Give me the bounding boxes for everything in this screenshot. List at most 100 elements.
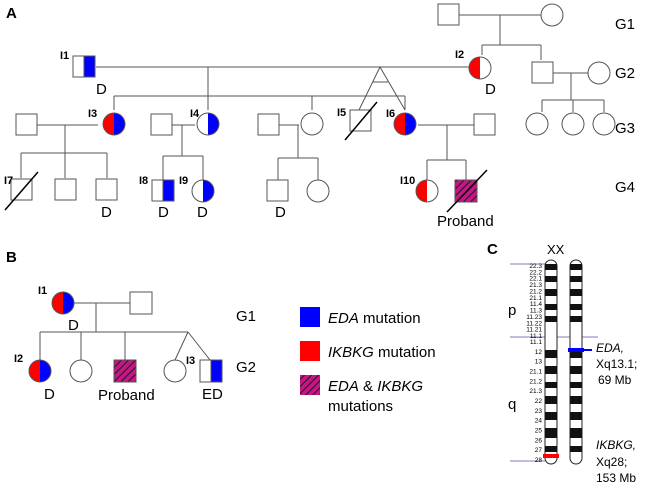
band-label: 22.2 — [529, 269, 542, 276]
chromosome-band — [545, 412, 557, 420]
band-label: 23 — [535, 408, 543, 415]
male-g4-2 — [54, 178, 77, 201]
individual-i4 — [196, 112, 220, 136]
male-g3-6 — [473, 113, 496, 136]
female-b-g2-2 — [69, 359, 93, 383]
generation-label-g3: G3 — [615, 120, 635, 137]
band-label: 13 — [535, 359, 543, 366]
band-label: 11.1 — [530, 333, 543, 340]
male-g4-3 — [95, 178, 118, 201]
chromosome-band — [570, 382, 582, 388]
female-g3-r3 — [592, 112, 616, 136]
generation-label-b-g1: G1 — [236, 308, 256, 325]
band-label: 27 — [535, 447, 543, 454]
band-labels: 22.322.222.121.321.221.111.411.311.2311.… — [526, 263, 542, 464]
panel-c: C XX p q 22.322.222.121.321.221.111.411.… — [487, 241, 637, 485]
panel-label-b: B — [6, 249, 17, 266]
individual-i8 — [151, 179, 175, 202]
marker-d-b-i2: D — [44, 386, 55, 403]
band-label: 21.2 — [529, 378, 542, 385]
band-label: 26 — [535, 437, 543, 444]
band-label: 11.23 — [526, 314, 542, 321]
male-b-g1 — [129, 291, 153, 315]
chromosome-band — [570, 396, 582, 404]
label-i4: I4 — [190, 108, 200, 120]
male-g3-3 — [257, 113, 280, 136]
band-label: 24 — [535, 418, 543, 425]
proband-b — [113, 359, 137, 383]
label-b-i1: I1 — [38, 285, 47, 297]
legend: EDA mutation IKBKG mutation EDA & IKBKG … — [300, 307, 436, 415]
individual-i1 — [72, 55, 96, 78]
chromosome-x-2 — [568, 259, 592, 465]
panel-label-a: A — [6, 5, 17, 22]
chromosome-title: XX — [547, 242, 565, 257]
legend-label-eda: EDA mutation — [328, 310, 421, 327]
male-g4-5 — [266, 179, 289, 202]
label-b-i3: I3 — [186, 355, 195, 367]
female-g3-r1 — [525, 112, 549, 136]
proband-label-a: Proband — [437, 213, 494, 230]
marker-d-g4-5: D — [275, 204, 286, 221]
marker-d-i2: D — [485, 81, 496, 98]
panel-a: A G1 G2 G3 G4 — [4, 3, 635, 230]
label-i6: I6 — [386, 108, 395, 120]
marker-d-i9: D — [197, 204, 208, 221]
chromosome-band — [545, 446, 557, 452]
chromosome-band — [570, 276, 582, 282]
generation-label-g4: G4 — [615, 179, 635, 196]
individual-i3 — [102, 112, 126, 136]
chromosome-band — [570, 428, 582, 438]
pedigree-lines-a — [20, 14, 605, 180]
arm-label-q: q — [508, 396, 516, 413]
band-label: 11.1 — [530, 339, 543, 346]
chromosome-band — [545, 428, 557, 438]
female-g4-5 — [306, 179, 330, 203]
marker-d-b-i1: D — [68, 317, 79, 334]
band-label: 12 — [535, 349, 543, 356]
eda-locus-marker — [568, 348, 584, 352]
generation-label-g1: G1 — [615, 16, 635, 33]
legend-swatch-both — [300, 375, 320, 395]
label-i3: I3 — [88, 108, 97, 120]
legend-label-both-line2: mutations — [328, 398, 393, 415]
chromosome-band — [545, 350, 557, 358]
marker-d-i1: D — [96, 81, 107, 98]
individual-i10 — [415, 179, 439, 203]
band-label: 28 — [535, 457, 543, 464]
panel-label-c: C — [487, 241, 498, 258]
band-label: 11.3 — [530, 308, 543, 315]
male-g1-father — [437, 3, 460, 26]
individual-b-i3 — [199, 359, 223, 383]
individual-b-i2 — [28, 359, 52, 383]
chromosome-x-1 — [543, 259, 559, 465]
band-label: 21.1 — [529, 295, 542, 302]
band-label: 21.1 — [529, 369, 542, 376]
label-i5: I5 — [337, 107, 346, 119]
label-i8: I8 — [139, 175, 148, 187]
band-label: 22.3 — [529, 263, 542, 270]
chromosome-band — [545, 264, 557, 270]
label-i7: I7 — [4, 175, 13, 187]
marker-d-i8: D — [158, 204, 169, 221]
chromosome-band — [545, 396, 557, 404]
female-g3-3 — [300, 112, 324, 136]
legend-label-ikbkg: IKBKG mutation — [328, 344, 436, 361]
chromosome-band — [545, 382, 557, 388]
female-g3-r2 — [561, 112, 585, 136]
male-g2-right — [531, 61, 554, 84]
female-g1-mother — [540, 3, 564, 27]
legend-swatch-eda — [300, 307, 320, 327]
legend-label-both: EDA & IKBKG — [328, 378, 423, 395]
individual-i2 — [468, 56, 492, 80]
label-i10: I10 — [400, 175, 415, 187]
proband-a — [446, 169, 488, 213]
chromosome-band — [570, 350, 582, 358]
band-label: 22 — [535, 398, 543, 405]
individual-i7 — [4, 171, 39, 211]
ikbkg-locus-position: 153 Mb — [596, 471, 636, 485]
band-label: 21.3 — [529, 388, 542, 395]
ikbkg-locus-marker — [543, 454, 559, 458]
chromosome-band — [570, 304, 582, 310]
